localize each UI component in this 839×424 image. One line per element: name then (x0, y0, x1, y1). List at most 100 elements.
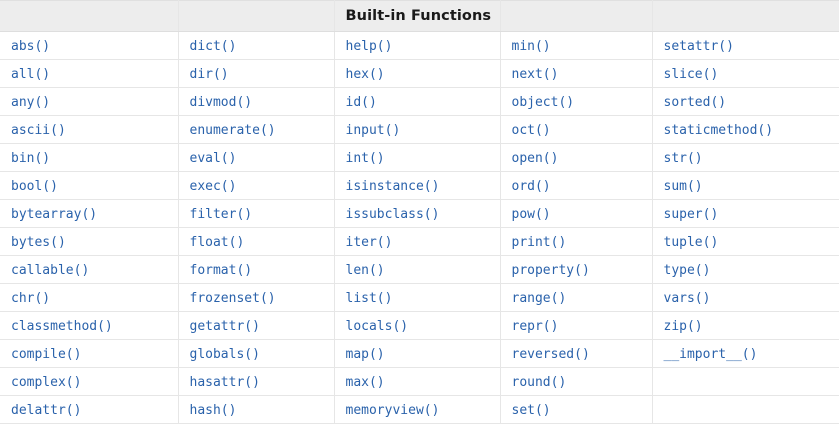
function-link[interactable]: eval() (189, 150, 237, 166)
function-link[interactable]: bytearray() (11, 206, 98, 222)
function-link[interactable]: dir() (189, 66, 229, 82)
table-cell: min() (500, 31, 653, 60)
function-link[interactable]: frozenset() (189, 290, 276, 306)
table-row: bool() exec() isinstance() ord() sum() (0, 171, 839, 200)
table-cell: super() (652, 199, 839, 228)
table-cell: repr() (500, 311, 653, 340)
function-link[interactable]: classmethod() (11, 318, 113, 334)
function-link[interactable]: iter() (345, 234, 393, 250)
function-link[interactable]: staticmethod() (663, 122, 774, 138)
function-link[interactable]: all() (11, 66, 51, 82)
function-link[interactable]: list() (345, 290, 393, 306)
function-link[interactable]: __import__() (663, 346, 758, 362)
table-row: all() dir() hex() next() slice() (0, 59, 839, 88)
function-link[interactable]: ascii() (11, 122, 66, 138)
function-link[interactable]: hex() (345, 66, 385, 82)
function-link[interactable]: set() (511, 402, 551, 418)
table-row: compile() globals() map() reversed() __impor… (0, 339, 839, 368)
function-link[interactable]: range() (511, 290, 567, 306)
function-link[interactable]: format() (189, 262, 253, 278)
function-link[interactable]: object() (511, 94, 575, 110)
table-cell: delattr() (0, 395, 179, 424)
function-link[interactable]: int() (345, 150, 385, 166)
function-link[interactable]: type() (663, 262, 711, 278)
function-link[interactable]: dict() (189, 38, 237, 54)
function-link[interactable]: print() (511, 234, 567, 250)
function-link[interactable]: help() (345, 38, 393, 54)
function-link[interactable]: id() (345, 94, 377, 110)
function-link[interactable]: float() (189, 234, 245, 250)
function-link[interactable]: compile() (11, 346, 82, 362)
function-link[interactable]: round() (511, 374, 567, 390)
function-link[interactable]: super() (663, 206, 719, 222)
function-link[interactable]: min() (511, 38, 551, 54)
function-link[interactable]: open() (511, 150, 559, 166)
function-link[interactable]: locals() (345, 318, 409, 334)
table-cell: open() (500, 143, 653, 172)
function-link[interactable]: isinstance() (345, 178, 440, 194)
function-link[interactable]: map() (345, 346, 385, 362)
table-row: any() divmod() id() object() sorted() (0, 87, 839, 116)
function-link[interactable]: max() (345, 374, 385, 390)
function-link[interactable]: bool() (11, 178, 58, 194)
function-link[interactable]: len() (345, 262, 385, 278)
table-cell: zip() (652, 311, 839, 340)
table-cell: property() (500, 255, 653, 284)
function-link[interactable]: exec() (189, 178, 237, 194)
table-header-row: Built-in Functions (0, 0, 839, 32)
function-link[interactable]: reversed() (511, 346, 590, 362)
function-link[interactable]: pow() (511, 206, 551, 222)
table-cell: vars() (652, 283, 839, 312)
table-cell: classmethod() (0, 311, 179, 340)
function-link[interactable]: chr() (11, 290, 51, 306)
table-cell: locals() (334, 311, 501, 340)
table-cell: set() (500, 395, 653, 424)
function-link[interactable]: str() (663, 150, 703, 166)
function-link[interactable]: bin() (11, 150, 51, 166)
table-cell: round() (500, 367, 653, 396)
function-link[interactable]: property() (511, 262, 590, 278)
table-cell: __import__() (652, 339, 839, 368)
function-link[interactable]: hasattr() (189, 374, 260, 390)
table-cell: bool() (0, 171, 179, 200)
table-cell: id() (334, 87, 501, 116)
function-link[interactable]: complex() (11, 374, 82, 390)
table-cell: len() (334, 255, 501, 284)
table-title: Built-in Functions (334, 0, 501, 32)
header-cell-1 (0, 0, 179, 32)
function-link[interactable]: any() (11, 94, 51, 110)
function-link[interactable]: bytes() (11, 234, 66, 250)
function-link[interactable]: sum() (663, 178, 703, 194)
function-link[interactable]: callable() (11, 262, 90, 278)
table-cell: dict() (178, 31, 335, 60)
function-link[interactable]: vars() (663, 290, 711, 306)
function-link[interactable]: repr() (511, 318, 559, 334)
function-link[interactable]: sorted() (663, 94, 727, 110)
header-cell-5 (652, 0, 839, 32)
function-link[interactable]: filter() (189, 206, 253, 222)
function-link[interactable]: issubclass() (345, 206, 440, 222)
function-link[interactable]: slice() (663, 66, 719, 82)
function-link[interactable]: divmod() (189, 94, 253, 110)
function-link[interactable]: setattr() (663, 38, 734, 54)
table-row: bin() eval() int() open() str() (0, 143, 839, 172)
function-link[interactable]: next() (511, 66, 559, 82)
function-link[interactable]: memoryview() (345, 402, 440, 418)
function-link[interactable]: tuple() (663, 234, 719, 250)
function-link[interactable]: delattr() (11, 402, 82, 418)
table-cell: enumerate() (178, 115, 335, 144)
function-link[interactable]: input() (345, 122, 401, 138)
function-link[interactable]: oct() (511, 122, 551, 138)
function-link[interactable]: getattr() (189, 318, 260, 334)
table-cell: iter() (334, 227, 501, 256)
function-link[interactable]: globals() (189, 346, 260, 362)
function-link[interactable]: ord() (511, 178, 551, 194)
function-link[interactable]: zip() (663, 318, 703, 334)
table-cell: filter() (178, 199, 335, 228)
table-cell (652, 367, 839, 396)
function-link[interactable]: hash() (189, 402, 237, 418)
function-link[interactable]: enumerate() (189, 122, 276, 138)
table-body: abs() dict() help() min() setattr() all() dir(… (0, 31, 839, 424)
function-link[interactable]: abs() (11, 38, 51, 54)
table-cell: callable() (0, 255, 179, 284)
